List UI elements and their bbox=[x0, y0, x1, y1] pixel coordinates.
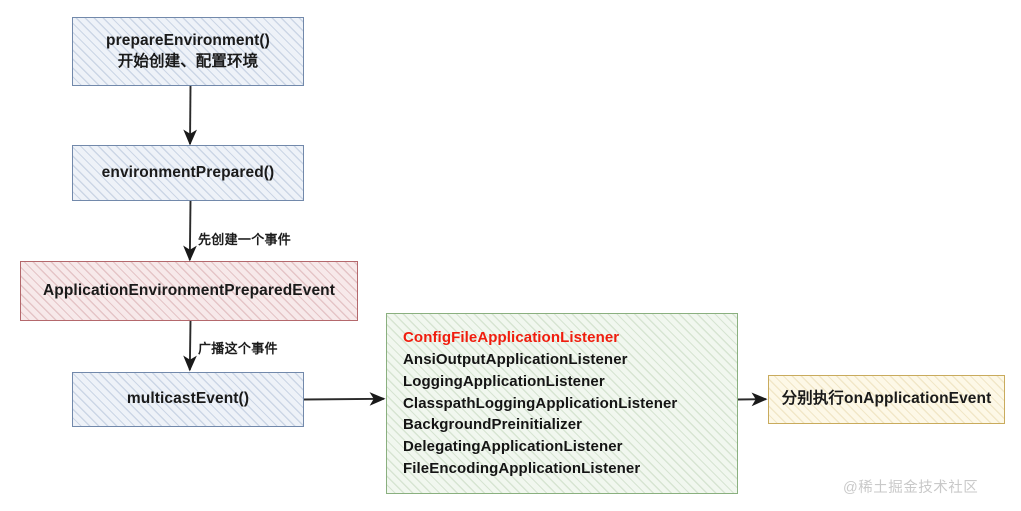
node-on-application-event[interactable]: 分别执行onApplicationEvent bbox=[768, 375, 1005, 424]
node-environment-prepared[interactable]: environmentPrepared() bbox=[72, 145, 304, 201]
prepare-environment-line2: 开始创建、配置环境 bbox=[117, 52, 259, 70]
arrow-prepare-to-prepared bbox=[183, 85, 197, 146]
listener-items: ConfigFileApplicationListener AnsiOutput… bbox=[387, 327, 677, 480]
application-environment-prepared-event-label: ApplicationEnvironmentPreparedEvent bbox=[42, 281, 336, 299]
listener-item-config-file: ConfigFileApplicationListener bbox=[403, 328, 620, 346]
listener-item-classpath-logging: ClasspathLoggingApplicationListener bbox=[403, 394, 678, 412]
watermark: @稀土掘金技术社区 bbox=[843, 480, 979, 496]
listener-item-background-preinitializer: BackgroundPreinitializer bbox=[403, 416, 583, 434]
node-prepare-environment[interactable]: prepareEnvironment() 开始创建、配置环境 bbox=[72, 17, 304, 86]
arrow-multicast-to-listeners bbox=[303, 392, 386, 406]
edge-label-broadcast-event: 广播这个事件 bbox=[198, 341, 278, 356]
arrow-event-to-multicast bbox=[183, 320, 197, 372]
node-multicast-event[interactable]: multicastEvent() bbox=[72, 372, 304, 427]
on-application-event-label: 分别执行onApplicationEvent bbox=[781, 390, 992, 408]
multicast-event-label: multicastEvent() bbox=[126, 390, 250, 408]
environment-prepared-label: environmentPrepared() bbox=[101, 163, 275, 181]
node-application-environment-prepared-event[interactable]: ApplicationEnvironmentPreparedEvent bbox=[20, 261, 358, 321]
edge-label-create-event: 先创建一个事件 bbox=[198, 232, 292, 247]
node-listener-list[interactable]: ConfigFileApplicationListener AnsiOutput… bbox=[386, 313, 738, 494]
listener-item-logging: LoggingApplicationListener bbox=[403, 372, 605, 390]
listener-item-delegating: DelegatingApplicationListener bbox=[403, 438, 623, 456]
prepare-environment-line1: prepareEnvironment() bbox=[106, 31, 270, 49]
listener-item-file-encoding: FileEncodingApplicationListener bbox=[403, 460, 641, 478]
listener-item-ansi-output: AnsiOutputApplicationListener bbox=[403, 350, 628, 368]
arrow-prepared-to-event bbox=[183, 200, 197, 262]
